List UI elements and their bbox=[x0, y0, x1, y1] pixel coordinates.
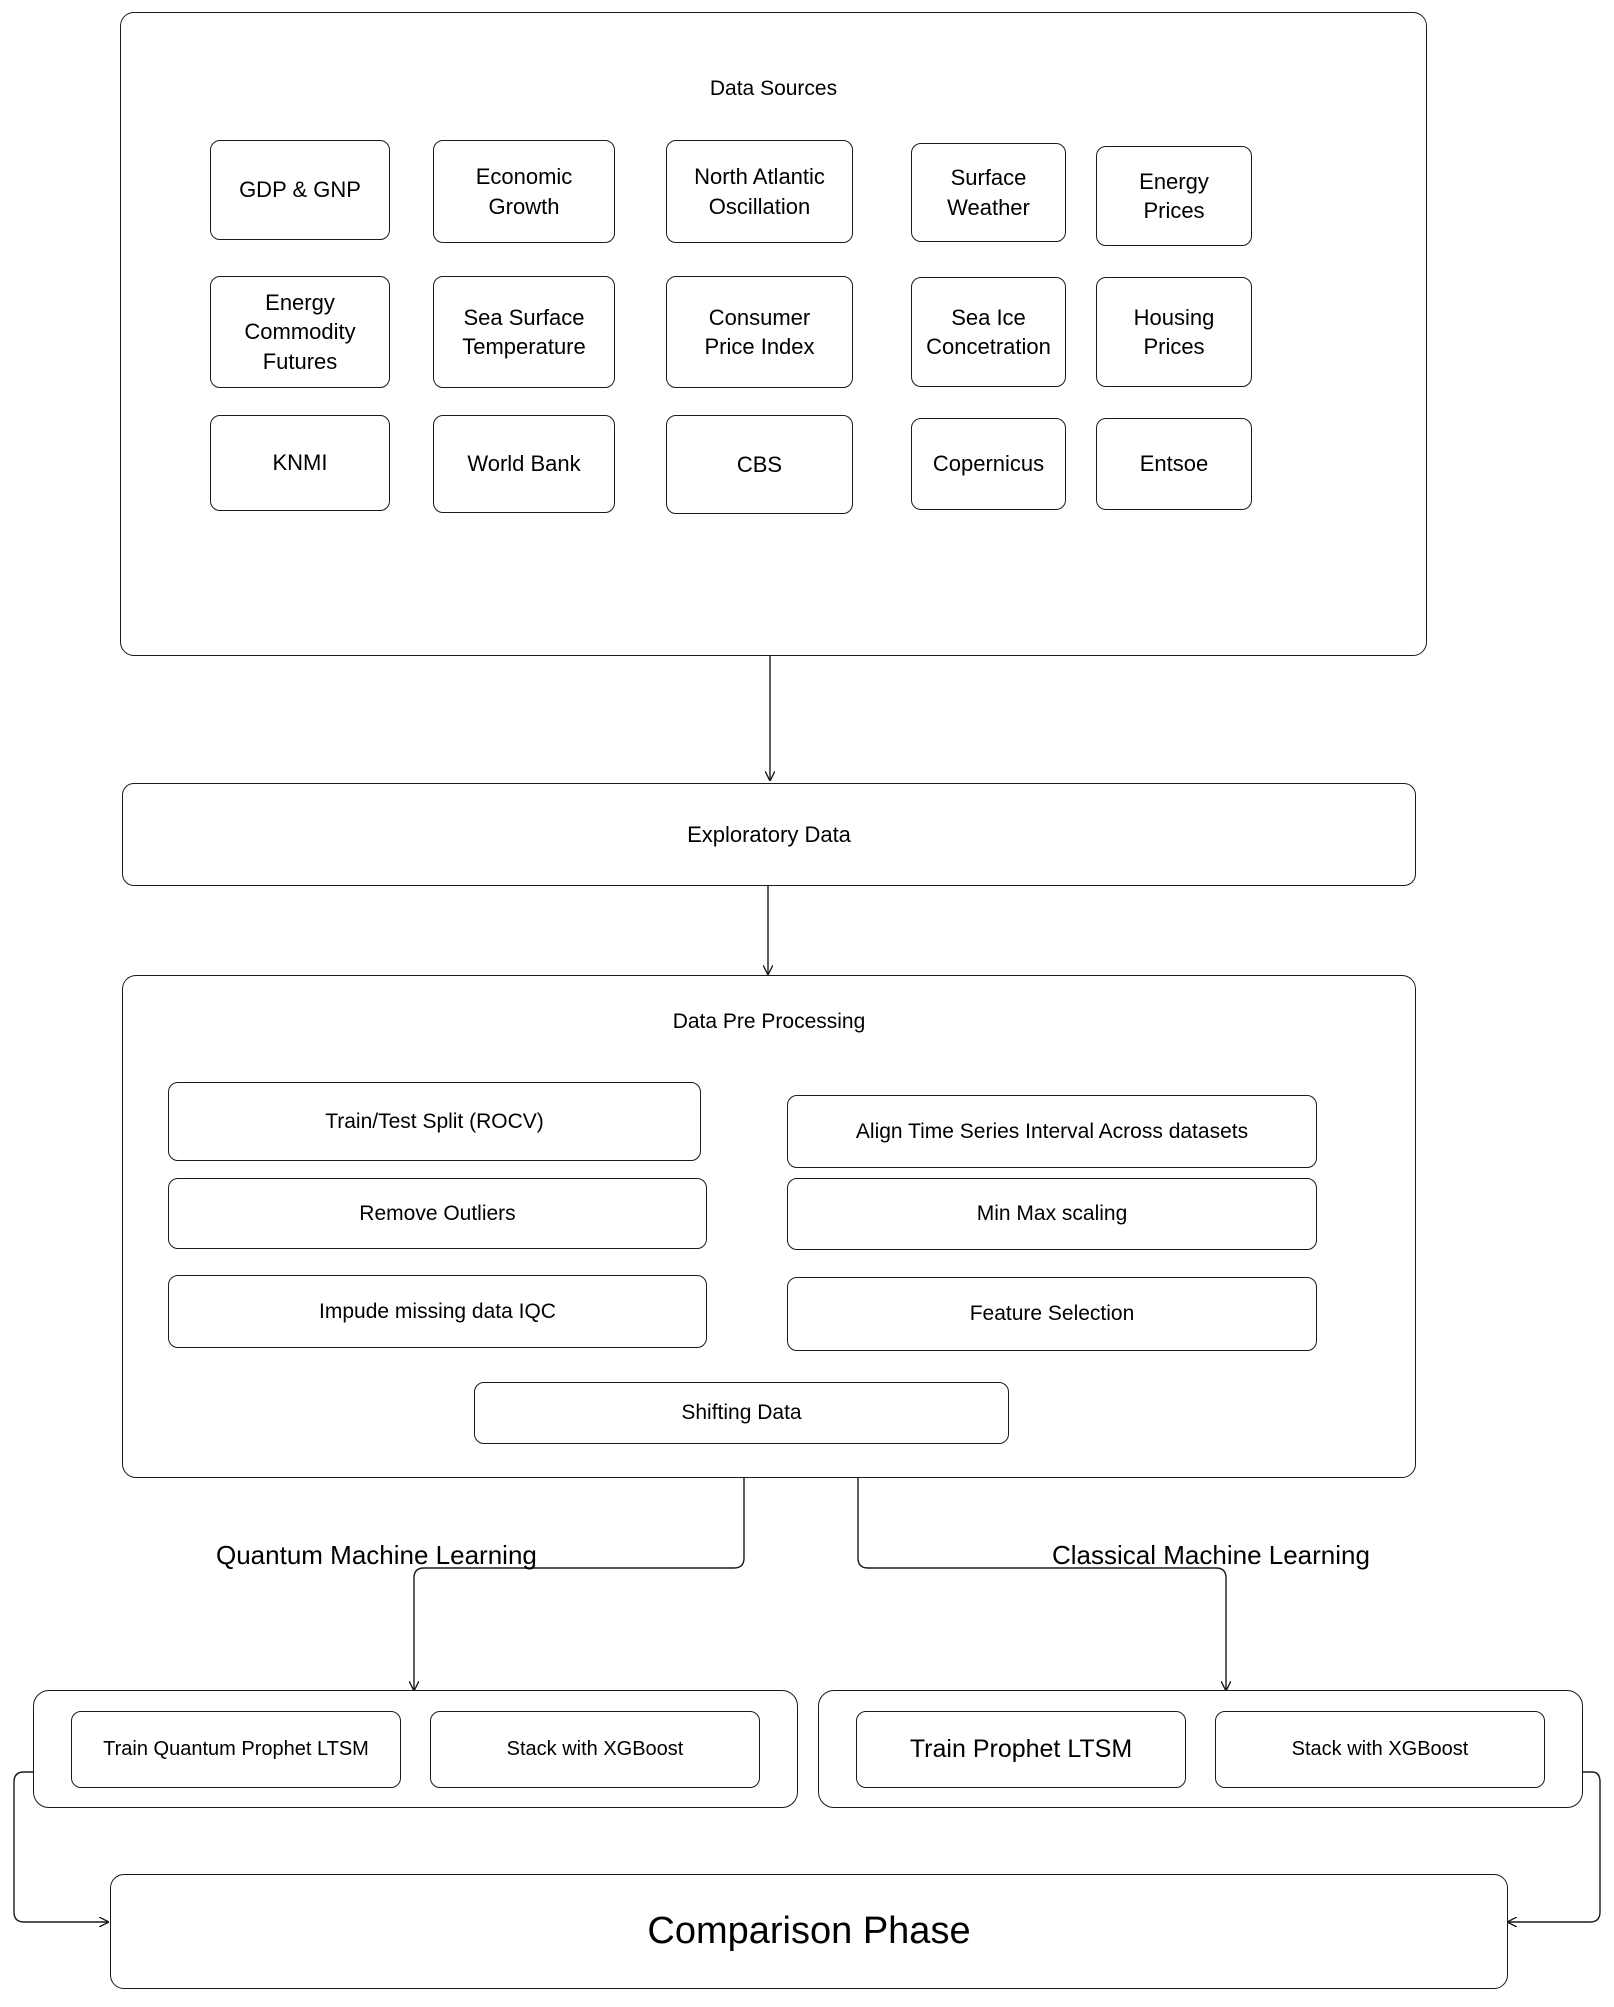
data-source-copernicus[interactable]: Copernicus bbox=[911, 418, 1066, 510]
preprocessing-remove-outliers[interactable]: Remove Outliers bbox=[168, 1178, 707, 1249]
data-source-north-atlantic-oscillation[interactable]: North Atlantic Oscillation bbox=[666, 140, 853, 243]
data-source-surface-weather[interactable]: Surface Weather bbox=[911, 143, 1066, 242]
arrow-preprocessing-to-quantum bbox=[414, 1478, 745, 1690]
quantum-train-prophet-ltsm[interactable]: Train Quantum Prophet LTSM bbox=[71, 1711, 401, 1788]
data-source-sea-surface-temperature[interactable]: Sea Surface Temperature bbox=[433, 276, 615, 388]
preprocessing-impude-missing-data[interactable]: Impude missing data IQC bbox=[168, 1275, 707, 1348]
data-source-world-bank[interactable]: World Bank bbox=[433, 415, 615, 513]
data-source-knmi[interactable]: KNMI bbox=[210, 415, 390, 511]
data-source-economic-growth[interactable]: Economic Growth bbox=[433, 140, 615, 243]
data-source-gdp-gnp[interactable]: GDP & GNP bbox=[210, 140, 390, 240]
exploratory-data-box[interactable]: Exploratory Data bbox=[122, 783, 1416, 886]
preprocessing-shifting-data[interactable]: Shifting Data bbox=[474, 1382, 1009, 1444]
data-source-entsoe[interactable]: Entsoe bbox=[1096, 418, 1252, 510]
quantum-stack-xgboost[interactable]: Stack with XGBoost bbox=[430, 1711, 760, 1788]
classical-stack-xgboost[interactable]: Stack with XGBoost bbox=[1215, 1711, 1545, 1788]
classical-branch-label: Classical Machine Learning bbox=[1052, 1540, 1370, 1570]
comparison-phase-box[interactable]: Comparison Phase bbox=[110, 1874, 1508, 1989]
quantum-branch-label: Quantum Machine Learning bbox=[216, 1540, 537, 1570]
data-source-energy-prices[interactable]: Energy Prices bbox=[1096, 146, 1252, 246]
data-source-energy-commodity-futures[interactable]: Energy Commodity Futures bbox=[210, 276, 390, 388]
preprocessing-train-test-split[interactable]: Train/Test Split (ROCV) bbox=[168, 1082, 701, 1161]
arrow-preprocessing-to-classical bbox=[857, 1478, 1226, 1690]
data-source-consumer-price-index[interactable]: Consumer Price Index bbox=[666, 276, 853, 388]
data-source-sea-ice-concetration[interactable]: Sea Ice Concetration bbox=[911, 277, 1066, 387]
data-source-housing-prices[interactable]: Housing Prices bbox=[1096, 277, 1252, 387]
data-source-cbs[interactable]: CBS bbox=[666, 415, 853, 514]
preprocessing-title: Data Pre Processing bbox=[672, 1010, 866, 1033]
preprocessing-min-max-scaling[interactable]: Min Max scaling bbox=[787, 1178, 1317, 1250]
data-sources-title: Data Sources bbox=[709, 77, 838, 100]
preprocessing-align-time-series[interactable]: Align Time Series Interval Across datase… bbox=[787, 1095, 1317, 1168]
preprocessing-feature-selection[interactable]: Feature Selection bbox=[787, 1277, 1317, 1351]
classical-train-prophet-ltsm[interactable]: Train Prophet LTSM bbox=[856, 1711, 1186, 1788]
